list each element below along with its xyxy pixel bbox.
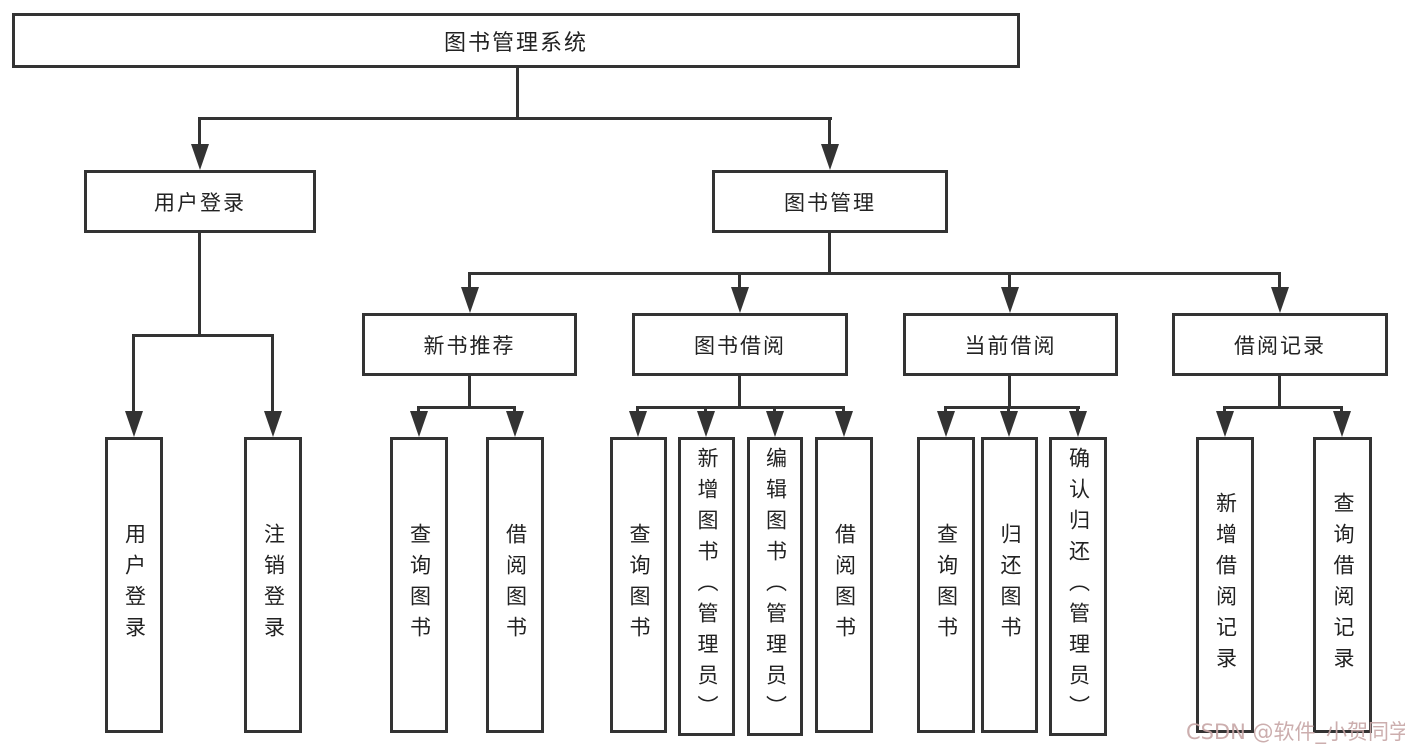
leaf-label: 归还图书 (998, 523, 1023, 647)
connector-hline (417, 406, 516, 409)
leaf-confirm-return-admin: 确认归还（管理员） (1049, 437, 1107, 736)
connector-root-stem (516, 68, 519, 119)
arrow-down-icon (1216, 411, 1234, 437)
leaf-label: 查询图书 (934, 523, 959, 647)
arrow-down-icon (191, 144, 209, 170)
node-current-borrowing-label: 当前借阅 (964, 333, 1057, 358)
leaf-label: 注销登录 (261, 523, 286, 647)
connector-branch-line (468, 272, 471, 294)
connector-book-mgmt-stem (828, 233, 831, 275)
leaf-query-books-current: 查询图书 (917, 437, 975, 733)
connector-stem (468, 376, 471, 409)
connector-user-login-hline (132, 334, 274, 337)
node-root: 图书管理系统 (12, 13, 1020, 68)
arrow-down-icon (821, 144, 839, 170)
connector-to-book-mgmt (828, 117, 831, 152)
leaf-query-books-borrowing: 查询图书 (610, 437, 667, 733)
node-root-label: 图书管理系统 (443, 30, 588, 56)
node-user-login: 用户登录 (84, 170, 316, 233)
arrow-down-icon (731, 287, 749, 313)
csdn-watermark: CSDN @软件_小贺同学 (1186, 720, 1405, 744)
leaf-borrow-books-newrec: 借阅图书 (486, 437, 544, 733)
connector-branch-line (1278, 272, 1281, 294)
leaf-label: 编辑图书（管理员） (763, 447, 788, 726)
connector-to-user-login (198, 117, 201, 152)
connector-user-login-stem (198, 233, 201, 336)
arrow-down-icon (1069, 411, 1087, 437)
leaf-label: 用户登录 (122, 523, 147, 647)
leaf-label: 确认归还（管理员） (1066, 447, 1091, 726)
node-book-management: 图书管理 (712, 170, 948, 233)
leaf-label: 借阅图书 (832, 523, 857, 647)
connector-branch-line (132, 334, 135, 416)
arrow-down-icon (461, 287, 479, 313)
arrow-down-icon (766, 411, 784, 437)
arrow-down-icon (835, 411, 853, 437)
arrow-down-icon (1001, 287, 1019, 313)
connector-stem (1278, 376, 1281, 409)
connector-branch-line (271, 334, 274, 416)
arrow-down-icon (125, 411, 143, 437)
connector-hline (636, 406, 845, 409)
leaf-edit-books-admin: 编辑图书（管理员） (747, 437, 803, 736)
connector-level1-hline (198, 117, 832, 120)
arrow-down-icon (629, 411, 647, 437)
connector-hline (944, 406, 1080, 409)
node-book-borrowing: 图书借阅 (632, 313, 848, 376)
leaf-query-borrow-record: 查询借阅记录 (1313, 437, 1372, 733)
connector-stem (1008, 376, 1011, 409)
node-user-login-label: 用户登录 (154, 190, 246, 215)
leaf-label: 查询借阅记录 (1331, 492, 1356, 678)
arrow-down-icon (264, 411, 282, 437)
node-borrow-records: 借阅记录 (1172, 313, 1388, 376)
leaf-label: 查询图书 (627, 523, 652, 647)
arrow-down-icon (410, 411, 428, 437)
arrow-down-icon (1333, 411, 1351, 437)
node-new-book-recommend-label: 新书推荐 (423, 333, 516, 358)
arrow-down-icon (506, 411, 524, 437)
arrow-down-icon (1000, 411, 1018, 437)
arrow-down-icon (937, 411, 955, 437)
node-borrow-records-label: 借阅记录 (1234, 333, 1326, 358)
leaf-label: 借阅图书 (503, 523, 528, 647)
node-book-management-label: 图书管理 (784, 190, 876, 215)
leaf-label: 新增借阅记录 (1213, 492, 1238, 678)
connector-branch-line (738, 272, 741, 294)
leaf-label: 查询图书 (407, 523, 432, 647)
leaf-user-login: 用户登录 (105, 437, 163, 733)
node-new-book-recommend: 新书推荐 (362, 313, 577, 376)
arrow-down-icon (1271, 287, 1289, 313)
leaf-logout: 注销登录 (244, 437, 302, 733)
connector-branch-line (1008, 272, 1011, 294)
node-current-borrowing: 当前借阅 (903, 313, 1118, 376)
connector-hline (1223, 406, 1343, 409)
connector-stem (738, 376, 741, 409)
node-book-borrowing-label: 图书借阅 (694, 333, 786, 358)
arrow-down-icon (697, 411, 715, 437)
leaf-label: 新增图书（管理员） (695, 447, 720, 726)
leaf-borrow-books-borrowing: 借阅图书 (815, 437, 873, 733)
leaf-add-borrow-record: 新增借阅记录 (1196, 437, 1254, 733)
leaf-add-books-admin: 新增图书（管理员） (678, 437, 735, 736)
leaf-return-books: 归还图书 (981, 437, 1038, 733)
leaf-query-books-newrec: 查询图书 (390, 437, 448, 733)
connector-level3-hline (468, 272, 1281, 275)
